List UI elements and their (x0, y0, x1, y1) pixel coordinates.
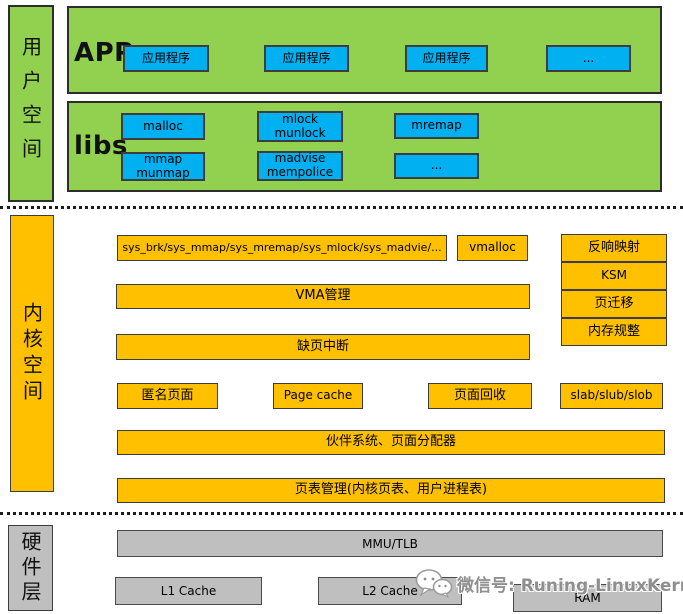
l1-cache-box: L1 Cache (115, 577, 262, 605)
libs-panel-title: libs (74, 131, 128, 161)
buddy-system-box: 伙伴系统、页面分配器 (117, 430, 665, 455)
app-box: 应用程序 (264, 45, 349, 72)
page-migration-box: 页迁移 (561, 290, 667, 318)
vma-management-box: VMA管理 (116, 284, 530, 309)
vmalloc-box: vmalloc (457, 235, 528, 261)
app-box: 应用程序 (123, 45, 209, 72)
user-space-label: 用户空间 (18, 35, 43, 172)
wechat-icon (415, 568, 453, 598)
app-box: 应用程序 (405, 45, 488, 72)
lib-box-mmap-munmap: mmap munmap (121, 152, 205, 181)
memory-compaction-box: 内存规整 (561, 318, 667, 346)
watermark: 微信号: Runing-LinuxKernel (415, 568, 683, 598)
hardware-label: 硬件层 (18, 530, 42, 606)
reverse-mapping-box: 反响映射 (561, 234, 667, 262)
lib-box-mlock-munlock: mlock munlock (257, 111, 343, 142)
page-cache-box: Page cache (273, 383, 363, 409)
lib-box-mremap: mremap (394, 113, 479, 139)
lib-box-malloc: malloc (121, 113, 205, 140)
watermark-text: 微信号: Runing-LinuxKernel (457, 575, 683, 596)
hardware-label-bar: 硬件层 (8, 525, 53, 611)
user-space-label-bar: 用户空间 (8, 5, 54, 202)
ksm-box: KSM (561, 262, 667, 290)
app-box-ellipsis: ... (546, 45, 631, 72)
syscalls-box: sys_brk/sys_mmap/sys_mremap/sys_mlock/sy… (117, 235, 447, 261)
lib-box-ellipsis: ... (394, 153, 479, 179)
ram-box: RAM (513, 584, 662, 612)
kernel-space-label-bar: 内核空间 (10, 215, 54, 492)
page-table-box: 页表管理(内核页表、用户进程表) (117, 478, 665, 503)
kernel-hardware-separator (0, 512, 683, 515)
kernel-space-label: 内核空间 (19, 301, 44, 406)
kernel-side-stack: 反响映射 KSM 页迁移 内存规整 (561, 234, 667, 346)
page-fault-box: 缺页中断 (116, 334, 530, 360)
page-reclaim-box: 页面回收 (428, 383, 532, 409)
anonymous-pages-box: 匿名页面 (117, 383, 218, 409)
libs-panel: libs (67, 101, 662, 192)
user-kernel-separator (0, 206, 683, 209)
mmu-tlb-box: MMU/TLB (117, 530, 663, 557)
slab-box: slab/slub/slob (560, 383, 663, 409)
lib-box-madvise-mempolice: madvise mempolice (257, 151, 343, 181)
